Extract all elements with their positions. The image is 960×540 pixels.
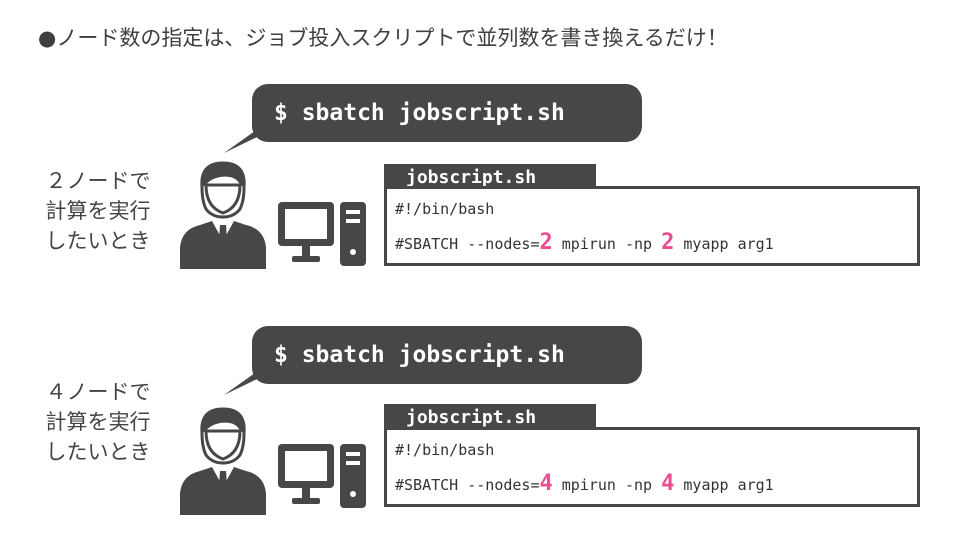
command-bubble: $ sbatch jobscript.sh: [252, 84, 642, 142]
scenario-label-line: ４ノードで: [45, 380, 151, 404]
script-code-box: #!/bin/bash #SBATCH --nodes=4 mpirun -np…: [384, 427, 920, 507]
np-count: 4: [661, 471, 675, 496]
user-icon: [180, 407, 266, 515]
panel-4-nodes: ４ノードで 計算を実行 したいとき $ sbatch jobscript.sh …: [0, 240, 960, 515]
filename-tab: jobscript.sh: [384, 164, 596, 190]
panel-2-nodes: ２ノードで 計算を実行 したいとき $ sbatch jobscript.sh …: [0, 0, 960, 269]
code-text: #SBATCH --nodes=: [395, 476, 540, 494]
script-code-box: #!/bin/bash #SBATCH --nodes=2 mpirun -np…: [384, 186, 920, 266]
scenario-label-line: 計算を実行: [45, 410, 151, 434]
filename-tab: jobscript.sh: [384, 404, 596, 430]
scenario-label: ４ノードで 計算を実行 したいとき: [18, 377, 178, 467]
user-icon: [180, 161, 266, 269]
sbatch-line: #SBATCH --nodes=4 mpirun -np 4 myapp arg…: [395, 471, 774, 496]
scenario-label-line: ２ノードで: [45, 169, 151, 193]
code-text: myapp arg1: [674, 235, 774, 253]
code-text: mpirun -np: [552, 476, 662, 494]
code-text: #SBATCH --nodes=: [395, 235, 540, 253]
shebang-line: #!/bin/bash: [395, 200, 495, 218]
scenario-label-line: したいとき: [45, 229, 151, 253]
command-bubble: $ sbatch jobscript.sh: [252, 326, 642, 384]
page-heading: ●ノード数の指定は、ジョブ投入スクリプトで並列数を書き換えるだけ！: [38, 26, 728, 50]
nodes-count: 4: [539, 471, 553, 496]
code-text: myapp arg1: [674, 476, 774, 494]
computer-icon: [278, 444, 366, 508]
scenario-label-line: したいとき: [45, 440, 151, 464]
shebang-line: #!/bin/bash: [395, 441, 495, 459]
scenario-label: ２ノードで 計算を実行 したいとき: [18, 166, 178, 256]
nodes-count: 2: [539, 230, 553, 255]
scenario-label-line: 計算を実行: [45, 199, 151, 223]
np-count: 2: [661, 230, 675, 255]
computer-icon: [278, 202, 366, 266]
sbatch-line: #SBATCH --nodes=2 mpirun -np 2 myapp arg…: [395, 230, 774, 255]
code-text: mpirun -np: [552, 235, 662, 253]
